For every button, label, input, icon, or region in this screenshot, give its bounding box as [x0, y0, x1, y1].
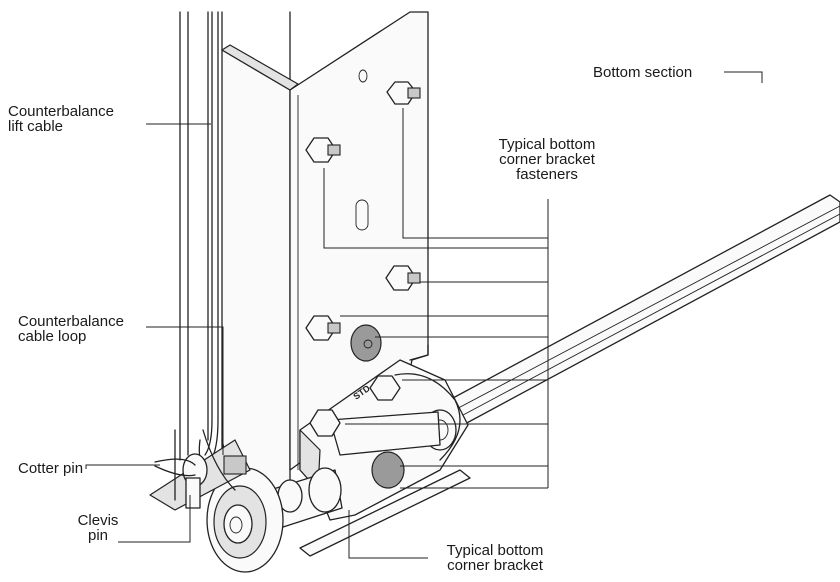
label-cable-loop: Counterbalance cable loop [18, 314, 124, 344]
label-corner-bracket-line-1: Typical bottom [446, 542, 544, 559]
fastener-4 [305, 315, 341, 341]
label-fasteners: Typical bottom corner bracket fasteners [470, 137, 624, 182]
cable-loop-hardware [149, 429, 251, 511]
fastener-1 [386, 81, 421, 105]
label-clevis-pin-line-1: Clevis [77, 512, 119, 529]
leader-lines [85, 71, 763, 559]
door-roller [206, 467, 343, 573]
label-lift-cable-line-1: Counterbalance [8, 103, 114, 120]
plate-slot [355, 199, 369, 231]
bottom-section-rail [299, 194, 840, 557]
label-cotter-pin: Cotter pin [18, 460, 84, 477]
label-fasteners-line-2: corner bracket [499, 151, 595, 168]
label-bottom-section: Bottom section [593, 64, 693, 81]
label-clevis-pin: Clevis pin [68, 513, 128, 543]
door-stile [179, 11, 429, 501]
label-cable-loop-line-2: cable loop [18, 328, 87, 345]
fastener-3 [385, 265, 421, 291]
carriage-bolt-head [350, 324, 382, 362]
fastener-2 [305, 137, 341, 163]
counterbalance-lift-cable [198, 11, 226, 479]
label-lift-cable: Counterbalance lift cable [8, 104, 114, 134]
label-lift-cable-line-2: lift cable [8, 118, 64, 135]
label-cable-loop-line-1: Counterbalance [18, 313, 124, 330]
label-fasteners-line-1: Typical bottom [498, 136, 596, 153]
label-corner-bracket-line-2: corner bracket [447, 557, 543, 574]
label-fasteners-line-3: fasteners [516, 166, 578, 183]
label-corner-bracket: Typical bottom corner bracket [425, 543, 565, 573]
plate-hole [358, 69, 368, 83]
label-clevis-pin-line-2: pin [87, 527, 109, 544]
